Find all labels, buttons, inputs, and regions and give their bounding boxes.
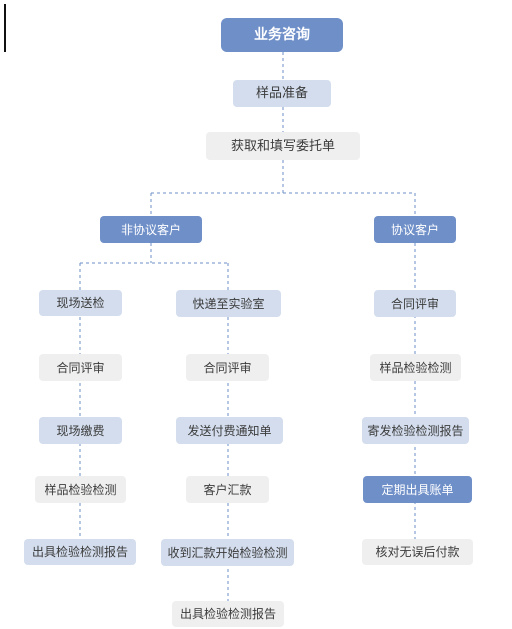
onsite-inspection-box: 样品检验检测 — [35, 476, 126, 503]
non-agreement-client-box: 非协议客户 — [100, 216, 202, 243]
periodic-bill-box: 定期出具账单 — [363, 476, 472, 503]
payment-notice-box: 发送付费通知单 — [176, 417, 283, 444]
agreement-contract-review-box: 合同评审 — [374, 290, 456, 317]
onsite-payment-box: 现场缴费 — [39, 417, 122, 444]
onsite-delivery-box: 现场送检 — [39, 290, 122, 316]
express-contract-review-box: 合同评审 — [186, 354, 269, 381]
client-remittance-box: 客户汇款 — [186, 476, 269, 503]
get-form-box: 获取和填写委托单 — [206, 132, 360, 160]
onsite-report-box: 出具检验检测报告 — [24, 539, 136, 565]
verify-pay-box: 核对无误后付款 — [362, 539, 473, 565]
text-cursor — [4, 4, 6, 52]
start-inspection-box: 收到汇款开始检验检测 — [161, 539, 294, 566]
onsite-contract-review-box: 合同评审 — [39, 354, 122, 381]
sample-prep-box: 样品准备 — [233, 80, 331, 107]
agreement-inspection-box: 样品检验检测 — [370, 354, 461, 381]
send-report-box: 寄发检验检测报告 — [362, 417, 469, 444]
consult-box: 业务咨询 — [221, 18, 343, 52]
express-delivery-box: 快递至实验室 — [176, 290, 281, 317]
agreement-client-box: 协议客户 — [374, 216, 456, 243]
express-report-box: 出具检验检测报告 — [172, 601, 284, 627]
